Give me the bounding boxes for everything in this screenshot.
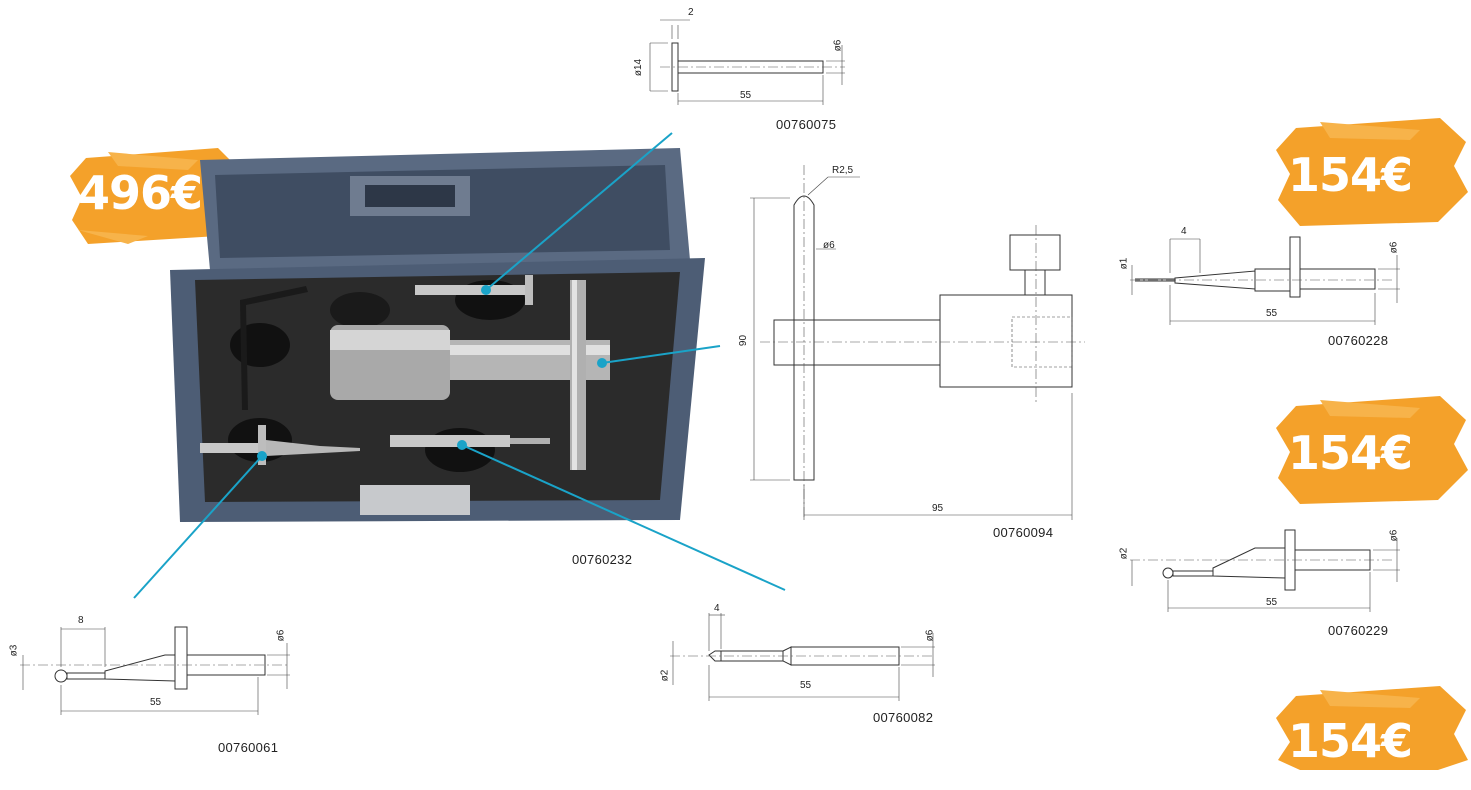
price-p2: 154€ bbox=[1288, 426, 1413, 480]
dim-label: ø6 bbox=[832, 39, 844, 52]
part-number: 00760229 bbox=[1328, 623, 1389, 638]
dim-label: ø2 bbox=[1118, 547, 1130, 560]
price-tag-00760228: 154€ bbox=[1270, 112, 1468, 226]
price-tag-kit: 496€ bbox=[68, 140, 244, 250]
drawing-00760094 bbox=[750, 165, 1085, 520]
price-p1: 154€ bbox=[1288, 148, 1413, 202]
part-number: 00760061 bbox=[218, 740, 279, 755]
drawing-00760082 bbox=[670, 613, 935, 701]
part-number: 00760082 bbox=[873, 710, 934, 725]
dim-label: R2,5 bbox=[832, 165, 854, 176]
part-number: 00760228 bbox=[1328, 333, 1389, 348]
drawing-00760075 bbox=[649, 19, 845, 105]
brush-stroke-icon bbox=[70, 148, 244, 244]
dim-label: ø6 bbox=[823, 240, 835, 251]
price-p3: 154€ bbox=[1288, 714, 1413, 768]
dim-label: 55 bbox=[740, 90, 752, 101]
kit-case-image bbox=[170, 148, 705, 522]
dim-label: ø6 bbox=[1388, 529, 1400, 542]
brush-stroke-icon bbox=[1276, 396, 1468, 504]
part-number: 00760232 bbox=[572, 552, 633, 567]
dim-label: 2 bbox=[688, 7, 694, 18]
dim-label: 55 bbox=[1266, 308, 1278, 319]
dim-label: 55 bbox=[1266, 597, 1278, 608]
callout-lines bbox=[133, 132, 786, 599]
dim-label: 8 bbox=[78, 615, 84, 626]
dim-label: ø6 bbox=[924, 629, 936, 642]
part-number: 00760094 bbox=[993, 525, 1054, 540]
dim-label: ø3 bbox=[8, 644, 20, 657]
brush-stroke-icon bbox=[1276, 686, 1468, 770]
dim-label: 55 bbox=[150, 697, 162, 708]
drawing-00760229 bbox=[1130, 529, 1400, 612]
dim-label: 4 bbox=[1181, 226, 1187, 237]
dim-label: ø2 bbox=[659, 669, 671, 682]
dim-label: ø1 bbox=[1118, 257, 1130, 270]
brush-stroke-icon bbox=[1276, 118, 1468, 226]
price-tag-00760229: 154€ bbox=[1270, 390, 1468, 504]
drawing-00760061 bbox=[20, 626, 290, 715]
drawing-00760228 bbox=[1130, 236, 1400, 325]
dim-label: ø6 bbox=[1388, 241, 1400, 254]
dim-label: 4 bbox=[714, 603, 720, 614]
dim-label: ø14 bbox=[633, 58, 645, 77]
dim-label: 90 bbox=[738, 334, 750, 347]
part-number: 00760075 bbox=[776, 117, 837, 132]
dim-label: 55 bbox=[800, 680, 812, 691]
dim-label: 95 bbox=[932, 503, 944, 514]
price-tag-bottom: 154€ bbox=[1270, 680, 1468, 790]
dim-label: ø6 bbox=[275, 629, 287, 642]
price-kit: 496€ bbox=[78, 166, 203, 220]
